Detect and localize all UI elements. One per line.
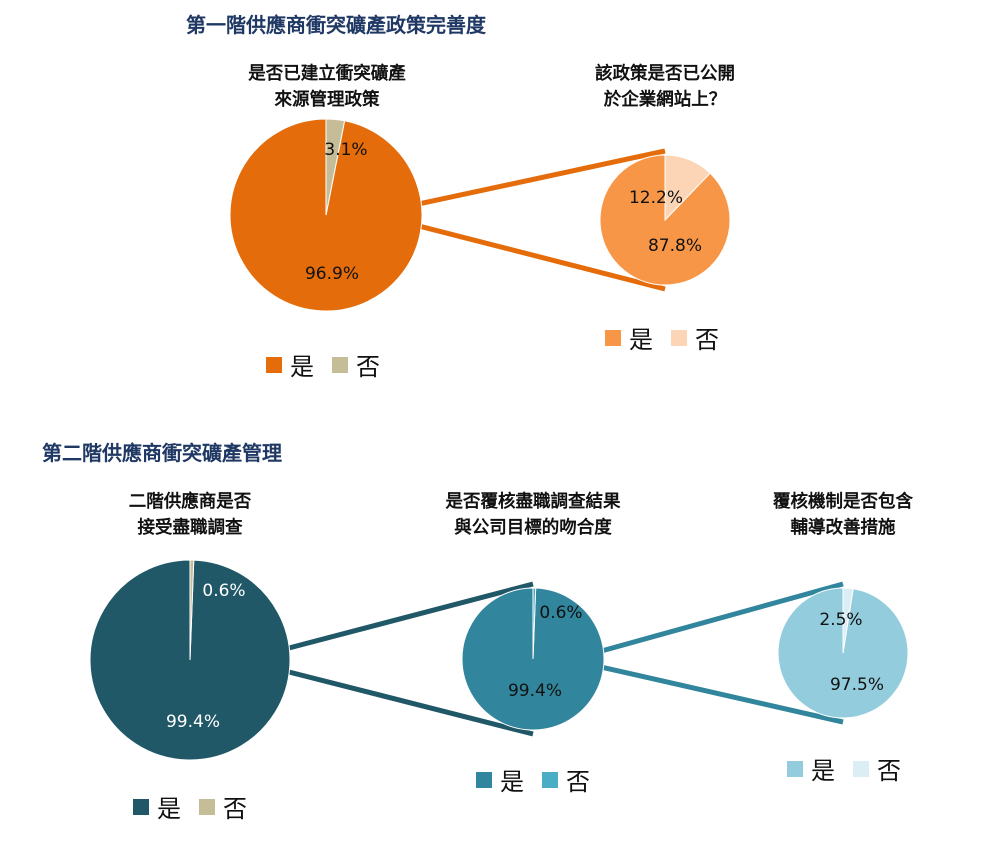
- connector-line: [288, 669, 534, 737]
- legend-label: 否: [695, 326, 719, 354]
- pie-slice-no: [189, 559, 195, 661]
- legend-swatch: [133, 798, 149, 815]
- pie-title-line: 輔導改善措施: [790, 518, 896, 538]
- pie-due-diligence: 99.4% 0.6%: [89, 559, 291, 761]
- legend-label: 否: [223, 795, 247, 823]
- pie-label-yes: 96.9%: [305, 264, 359, 284]
- pie-title-review-improvement: 覆核機制是否包含 輔導改善措施: [773, 489, 913, 541]
- legend-label: 是: [157, 795, 181, 823]
- pie-policy-public: 87.8% 12.2%: [599, 154, 731, 286]
- legend-swatch: [266, 356, 282, 373]
- pie-title-line: 於企業網站上？: [603, 90, 727, 110]
- pie-label-yes: 99.4%: [508, 681, 562, 701]
- legend-item-yes: 是: [266, 347, 314, 382]
- legend-item-no: 否: [542, 762, 590, 797]
- pie-label-no: 2.5%: [819, 610, 862, 630]
- pie-title-review-alignment: 是否覆核盡職調查結果 與公司目標的吻合度: [446, 489, 621, 541]
- pie-policy-established: 96.9% 3.1%: [229, 118, 423, 312]
- pie-label-yes: 99.4%: [166, 712, 220, 732]
- legend-item-no: 否: [853, 751, 901, 786]
- legend-policy-established: 是 否: [266, 347, 398, 382]
- legend-item-yes: 是: [476, 762, 524, 797]
- pie-title-line: 覆核機制是否包含: [773, 492, 913, 512]
- pie-label-no: 0.6%: [539, 603, 582, 623]
- pie-title-line: 二階供應商是否: [128, 492, 252, 512]
- legend-item-yes: 是: [605, 320, 653, 355]
- connector-line: [602, 581, 844, 653]
- pie-slice-no: [664, 154, 711, 222]
- pie-label-no: 12.2%: [629, 188, 683, 208]
- section-title-tier1: 第一階供應商衝突礦產政策完善度: [186, 13, 486, 37]
- pie-title-line: 是否覆核盡職調查結果: [445, 492, 621, 512]
- legend-policy-public: 是 否: [605, 320, 737, 355]
- pie-review-improvement: 97.5% 2.5%: [777, 587, 909, 719]
- legend-swatch: [199, 798, 215, 815]
- connector-line: [420, 224, 666, 292]
- pie-title-line: 與公司目標的吻合度: [454, 518, 612, 538]
- legend-review-improvement: 是 否: [787, 751, 919, 786]
- legend-review-alignment: 是 否: [476, 762, 608, 797]
- pie-label-no: 0.6%: [202, 581, 245, 601]
- legend-swatch: [476, 771, 492, 788]
- legend-label: 是: [290, 353, 314, 381]
- legend-swatch: [787, 760, 803, 777]
- legend-due-diligence: 是 否: [133, 789, 265, 824]
- legend-swatch: [853, 760, 869, 777]
- legend-swatch: [605, 329, 621, 346]
- pie-label-yes: 87.8%: [648, 236, 702, 256]
- legend-label: 否: [877, 757, 901, 785]
- pie-title-line: 接受盡職調查: [137, 518, 243, 538]
- legend-label: 否: [356, 353, 380, 381]
- legend-label: 是: [500, 768, 524, 796]
- pie-title-due-diligence: 二階供應商是否 接受盡職調查: [129, 489, 252, 541]
- pie-title-line: 來源管理政策: [274, 90, 380, 110]
- legend-item-no: 否: [332, 347, 380, 382]
- pie-title-policy-public: 該政策是否已公開 於企業網站上？: [595, 61, 735, 113]
- connector-line: [288, 581, 534, 651]
- pie-slice-no: [842, 587, 854, 654]
- connector-line: [602, 665, 844, 725]
- pie-slice-no: [325, 118, 346, 216]
- pie-label-yes: 97.5%: [830, 675, 884, 695]
- pie-review-alignment: 99.4% 0.6%: [461, 587, 605, 731]
- pie-title-line: 是否已建立衝突礦產: [248, 64, 406, 84]
- legend-swatch: [671, 329, 687, 346]
- legend-swatch: [332, 356, 348, 373]
- legend-label: 是: [811, 757, 835, 785]
- legend-label: 否: [566, 768, 590, 796]
- legend-item-yes: 是: [133, 789, 181, 824]
- legend-swatch: [542, 771, 558, 788]
- connector-lines: [288, 148, 844, 737]
- legend-item-no: 否: [671, 320, 719, 355]
- legend-item-no: 否: [199, 789, 247, 824]
- pie-slice-no: [532, 587, 537, 660]
- connector-line: [420, 148, 666, 206]
- legend-label: 是: [629, 326, 653, 354]
- pie-title-policy-established: 是否已建立衝突礦產 來源管理政策: [248, 61, 406, 113]
- pie-title-line: 該政策是否已公開: [595, 64, 735, 84]
- legend-item-yes: 是: [787, 751, 835, 786]
- pies-group: 96.9% 3.1% 87.8% 12.2% 99.4% 0.6% 99.4% 0.6% 97.…: [89, 118, 909, 761]
- section-title-tier2: 第二階供應商衝突礦產管理: [42, 441, 282, 465]
- pie-label-no: 3.1%: [324, 140, 367, 160]
